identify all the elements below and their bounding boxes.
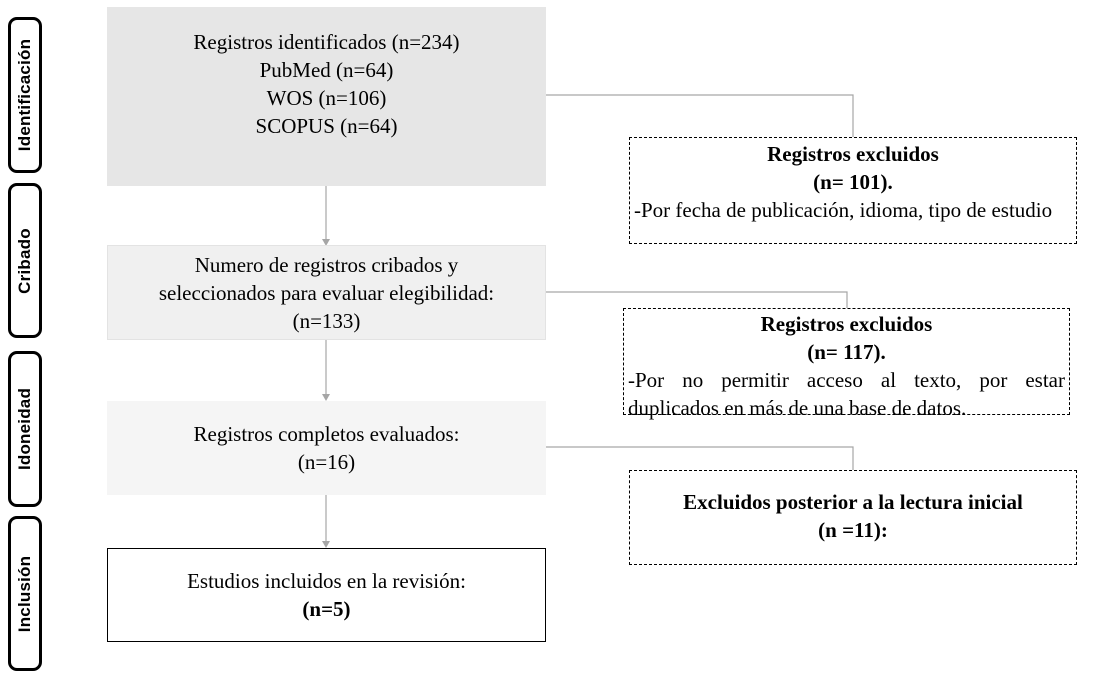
identified-scopus: SCOPUS (n=64)	[255, 113, 398, 138]
phase-inclusion: Inclusión	[8, 516, 42, 671]
arrowhead	[322, 394, 330, 401]
connector-to-excluded3	[546, 446, 854, 470]
phase-label: Identificación	[15, 38, 34, 152]
excluded-reason: -Por fecha de publicación, idioma, tipo …	[634, 198, 1053, 222]
arrowhead	[322, 541, 330, 548]
included-studies-box: Estudios incluidos en la revisión: (n=5)	[107, 548, 546, 642]
assessed-records-box: Registros completos evaluados: (n=16)	[107, 401, 546, 495]
excluded-count: (n= 101).	[813, 170, 893, 194]
screened-records-box: Numero de registros cribados y seleccion…	[107, 245, 546, 340]
identified-records-box: Registros identificados (n=234) PubMed (…	[107, 7, 546, 186]
connector-to-excluded2	[546, 291, 848, 308]
phase-identification: Identificación	[8, 17, 42, 173]
assessed-count: (n=16)	[297, 450, 356, 474]
included-count: (n=5)	[302, 597, 351, 621]
phase-label: Inclusión	[15, 555, 34, 632]
assessed-label: Registros completos evaluados:	[193, 422, 460, 446]
identified-total: Registros identificados (n=234)	[193, 29, 460, 54]
connector-to-excluded1	[546, 94, 854, 137]
excluded-title: Registros excluidos	[760, 312, 933, 336]
excluded-records-box-3: Excluidos posterior a la lectura inicial…	[629, 470, 1077, 565]
identified-pubmed: PubMed (n=64)	[259, 57, 394, 82]
phase-label: Idoneidad	[15, 387, 34, 471]
arrowhead	[322, 239, 330, 246]
phase-screening: Cribado	[8, 183, 42, 338]
phase-label: Cribado	[15, 227, 34, 294]
excluded-records-box-2: Registros excluidos (n= 117). -Por no pe…	[623, 308, 1070, 420]
excluded-title: Excluidos posterior a la lectura inicial	[683, 489, 1023, 514]
identified-wos: WOS (n=106)	[266, 85, 387, 110]
screened-line-1: Numero de registros cribados y	[194, 252, 459, 277]
included-label: Estudios incluidos en la revisión:	[187, 569, 466, 593]
excluded-count: (n =11):	[818, 517, 888, 542]
screened-line-2: seleccionados para evaluar elegibilidad:	[158, 280, 495, 305]
excluded-reason: -Por no permitir acceso al texto, por es…	[628, 368, 1065, 420]
excluded-records-box-1: Registros excluidos (n= 101). -Por fecha…	[629, 137, 1077, 244]
screened-count: (n=133)	[292, 308, 361, 333]
excluded-title: Registros excluidos	[767, 142, 939, 166]
excluded-count: (n= 117).	[807, 340, 886, 364]
phase-eligibility: Idoneidad	[8, 351, 42, 507]
